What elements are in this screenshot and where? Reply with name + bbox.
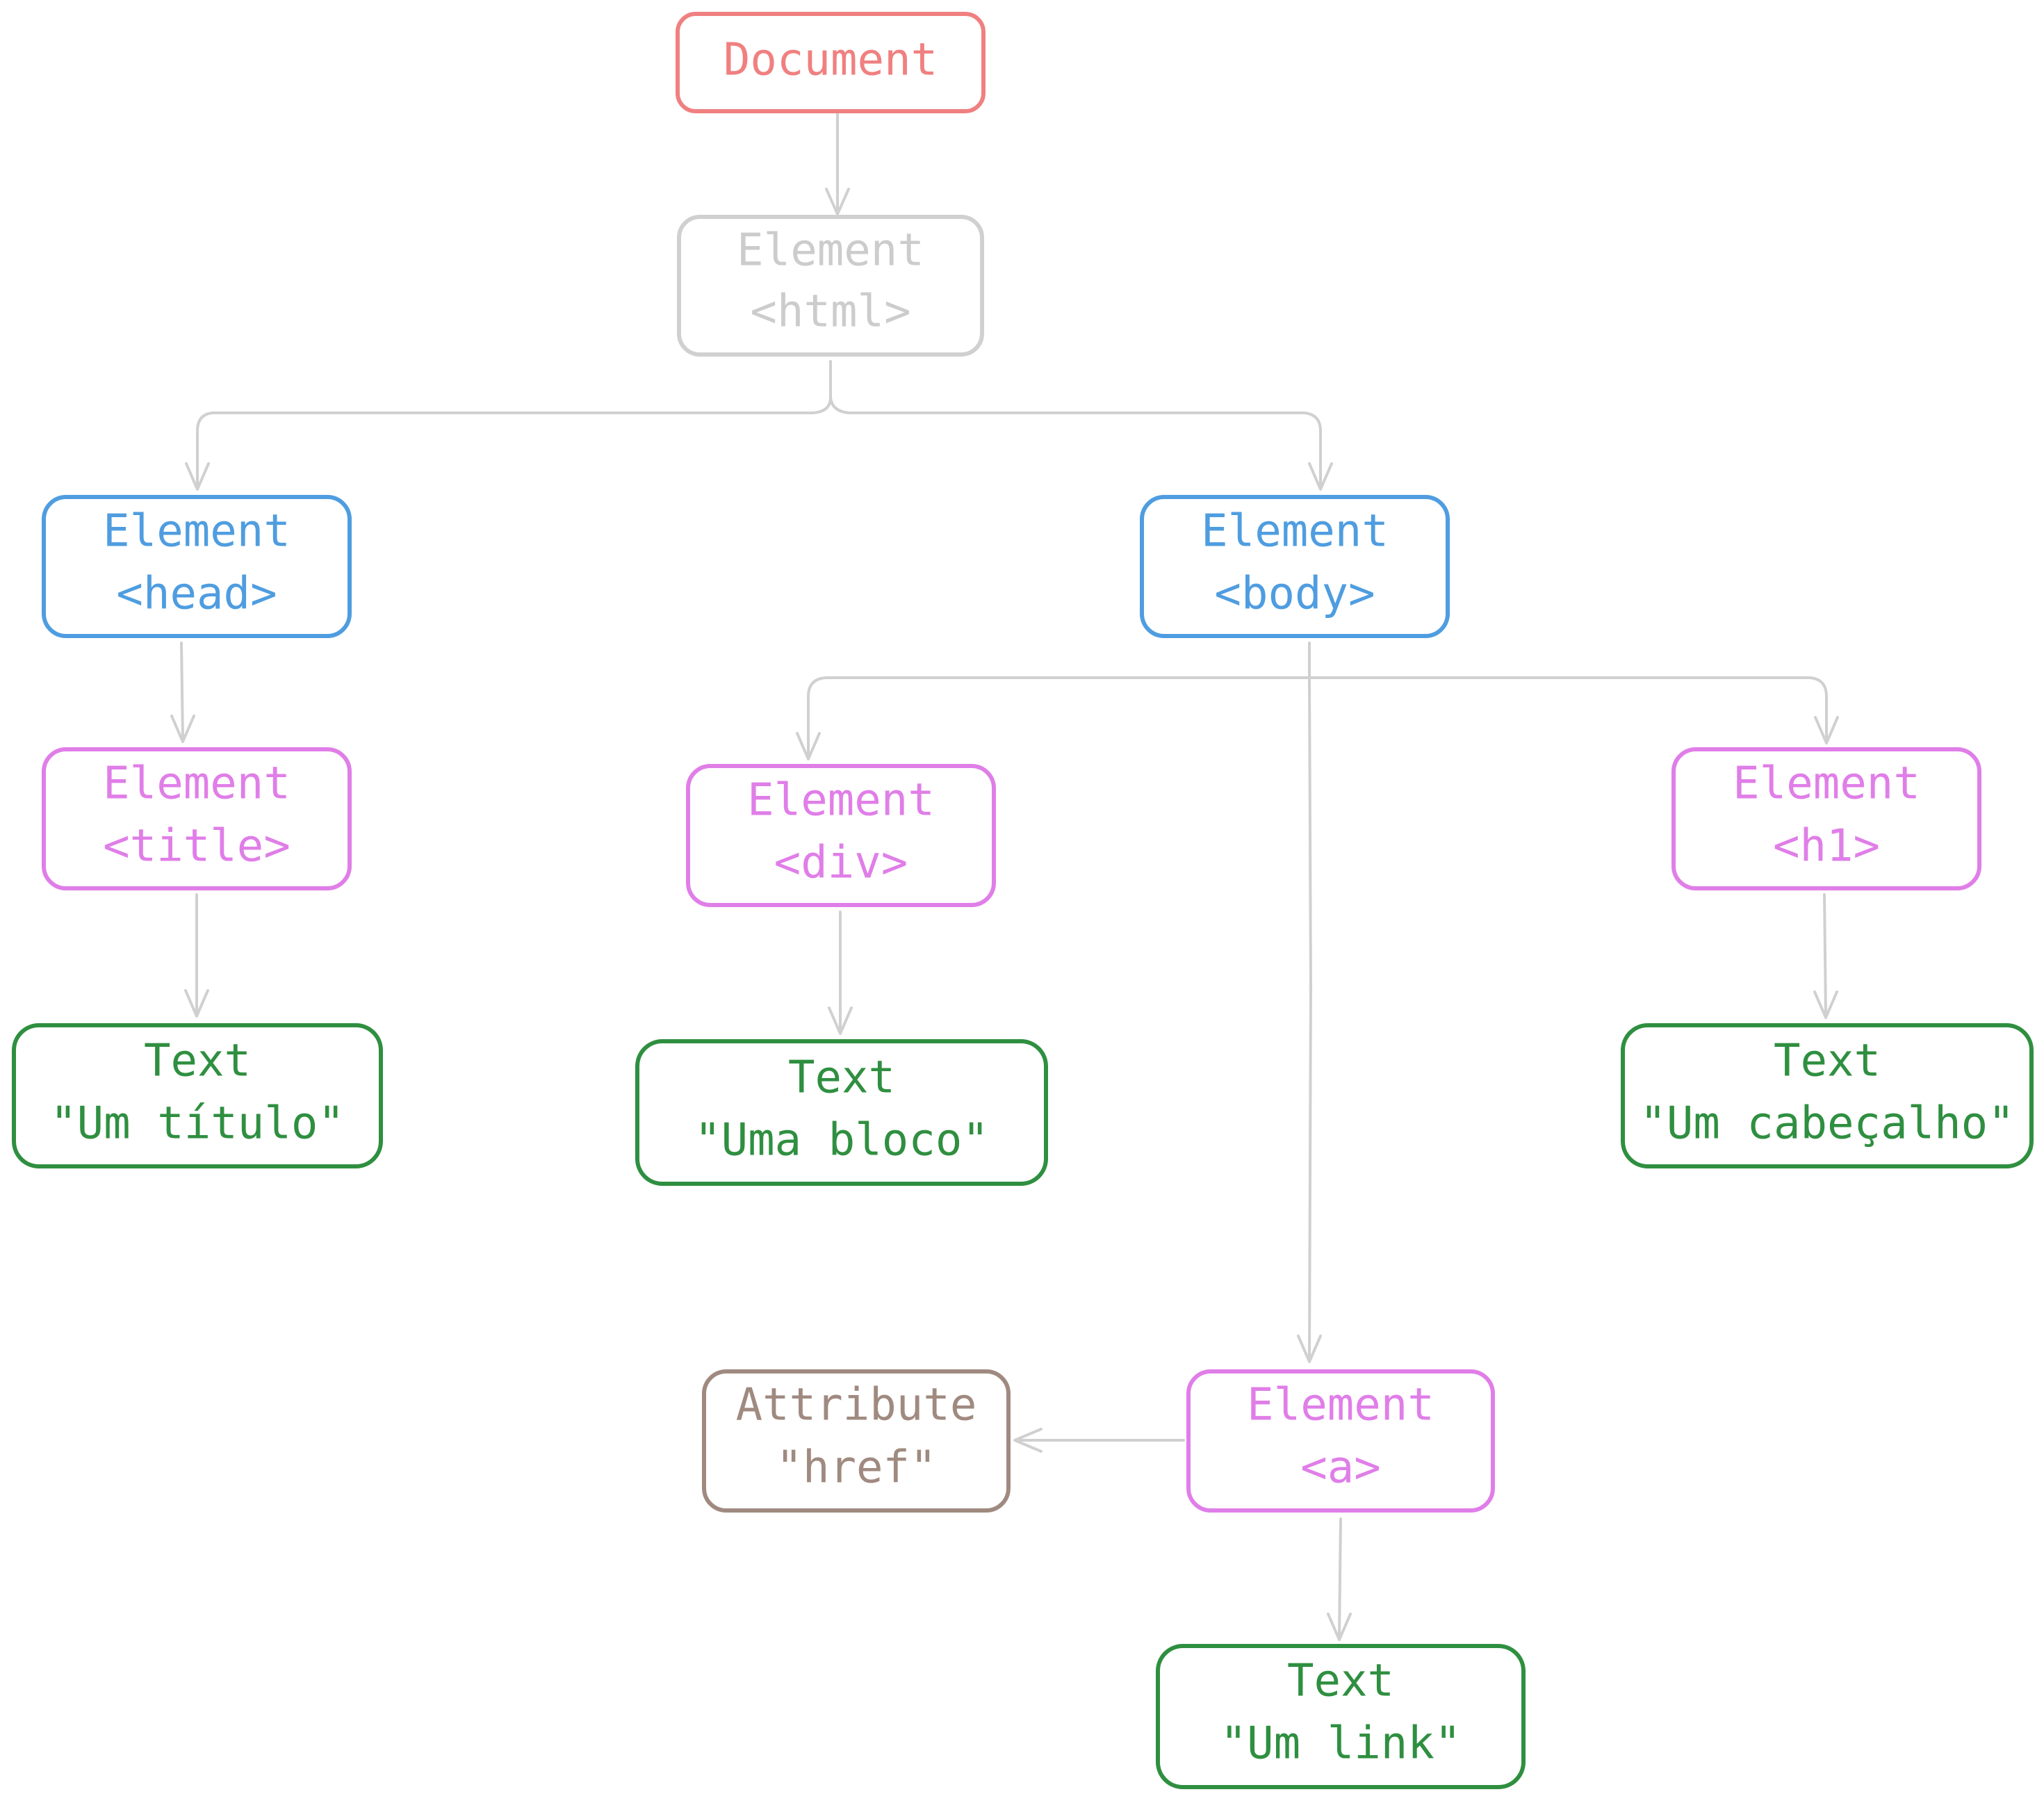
node-div: Element <div>: [686, 764, 996, 907]
node-text-div: Text "Uma bloco": [635, 1039, 1048, 1186]
node-body-line2: <body>: [1214, 569, 1375, 620]
node-body-box: [1140, 495, 1450, 638]
node-text-h1-box: [1621, 1023, 2034, 1168]
node-attribute-href-box: [702, 1369, 1011, 1513]
node-a-line1: Element: [1247, 1380, 1434, 1431]
node-a: Element <a>: [1186, 1369, 1495, 1513]
node-div-box: [686, 764, 996, 907]
node-html-line1: Element: [737, 225, 924, 277]
edge-html-branch: [196, 360, 832, 488]
arrowhead-a: [1297, 1335, 1322, 1363]
node-attribute-href-line2: "href": [776, 1442, 936, 1494]
node-a-box: [1186, 1369, 1495, 1513]
node-html-box: [677, 215, 984, 357]
node-text-title-box: [12, 1023, 383, 1168]
arrowhead-head: [185, 462, 210, 491]
arrowhead-body: [1308, 462, 1333, 491]
node-html: Element <html>: [677, 215, 984, 357]
node-text-div-line1: Text: [788, 1052, 895, 1104]
edges: [170, 108, 1839, 1641]
edge-html-branch-right: [829, 396, 1322, 488]
node-html-line2: <html>: [750, 286, 910, 338]
edge-head-title: [180, 642, 184, 740]
arrowhead-text-div: [828, 1007, 853, 1035]
node-div-line1: Element: [747, 775, 935, 826]
node-text-div-box: [635, 1039, 1048, 1186]
edge-h1-text: [1823, 893, 1827, 1016]
node-a-line2: <a>: [1300, 1442, 1381, 1494]
edge-a-text: [1338, 1517, 1342, 1638]
node-title-line2: <title>: [103, 821, 291, 872]
node-h1-line1: Element: [1733, 758, 1920, 810]
node-document: Document: [676, 12, 986, 113]
node-title: Element <title>: [42, 747, 352, 890]
node-title-line1: Element: [103, 758, 291, 810]
node-text-h1-line2: "Um cabeçalho": [1640, 1098, 2014, 1150]
node-text-h1-line1: Text: [1774, 1036, 1881, 1087]
arrowhead-html: [825, 188, 850, 215]
node-text-title-line1: Text: [144, 1036, 251, 1087]
node-text-h1: Text "Um cabeçalho": [1621, 1023, 2034, 1168]
arrowhead-text-a: [1327, 1613, 1352, 1641]
node-text-title-line2: "Um título": [50, 1098, 345, 1150]
node-head-line1: Element: [103, 506, 291, 557]
node-head-box: [42, 495, 352, 638]
node-text-a-box: [1156, 1644, 1526, 1789]
arrowhead-text-h1: [1813, 991, 1838, 1019]
arrowhead-h1: [1814, 716, 1839, 744]
arrowhead-attribute: [1013, 1428, 1043, 1453]
node-h1: Element <h1>: [1671, 747, 1981, 890]
node-attribute-href-line1: Attribute: [736, 1380, 977, 1431]
node-attribute-href: Attribute "href": [702, 1369, 1011, 1513]
arrowhead-text-title: [184, 989, 209, 1018]
node-head: Element <head>: [42, 495, 352, 638]
node-title-box: [42, 747, 352, 890]
node-text-title: Text "Um título": [12, 1023, 383, 1168]
node-document-box: [676, 12, 986, 113]
node-head-line2: <head>: [116, 569, 277, 620]
node-text-div-line2: "Uma bloco": [694, 1115, 989, 1166]
node-text-a: Text "Um link": [1156, 1644, 1526, 1789]
node-text-a-line2: "Um link": [1220, 1718, 1462, 1770]
edge-body-div: [807, 676, 1311, 758]
node-h1-line2: <h1>: [1773, 821, 1880, 872]
node-body-line1: Element: [1201, 506, 1389, 557]
node-document-line1: Document: [723, 35, 938, 86]
node-body: Element <body>: [1140, 495, 1450, 638]
arrowhead-div: [796, 732, 821, 760]
node-h1-box: [1671, 747, 1981, 890]
node-div-line2: <div>: [774, 838, 908, 889]
edge-body-h1: [1308, 676, 1828, 742]
node-text-a-line1: Text: [1287, 1656, 1394, 1707]
arrowhead-title: [170, 715, 195, 743]
edge-body-a: [1308, 676, 1312, 1360]
